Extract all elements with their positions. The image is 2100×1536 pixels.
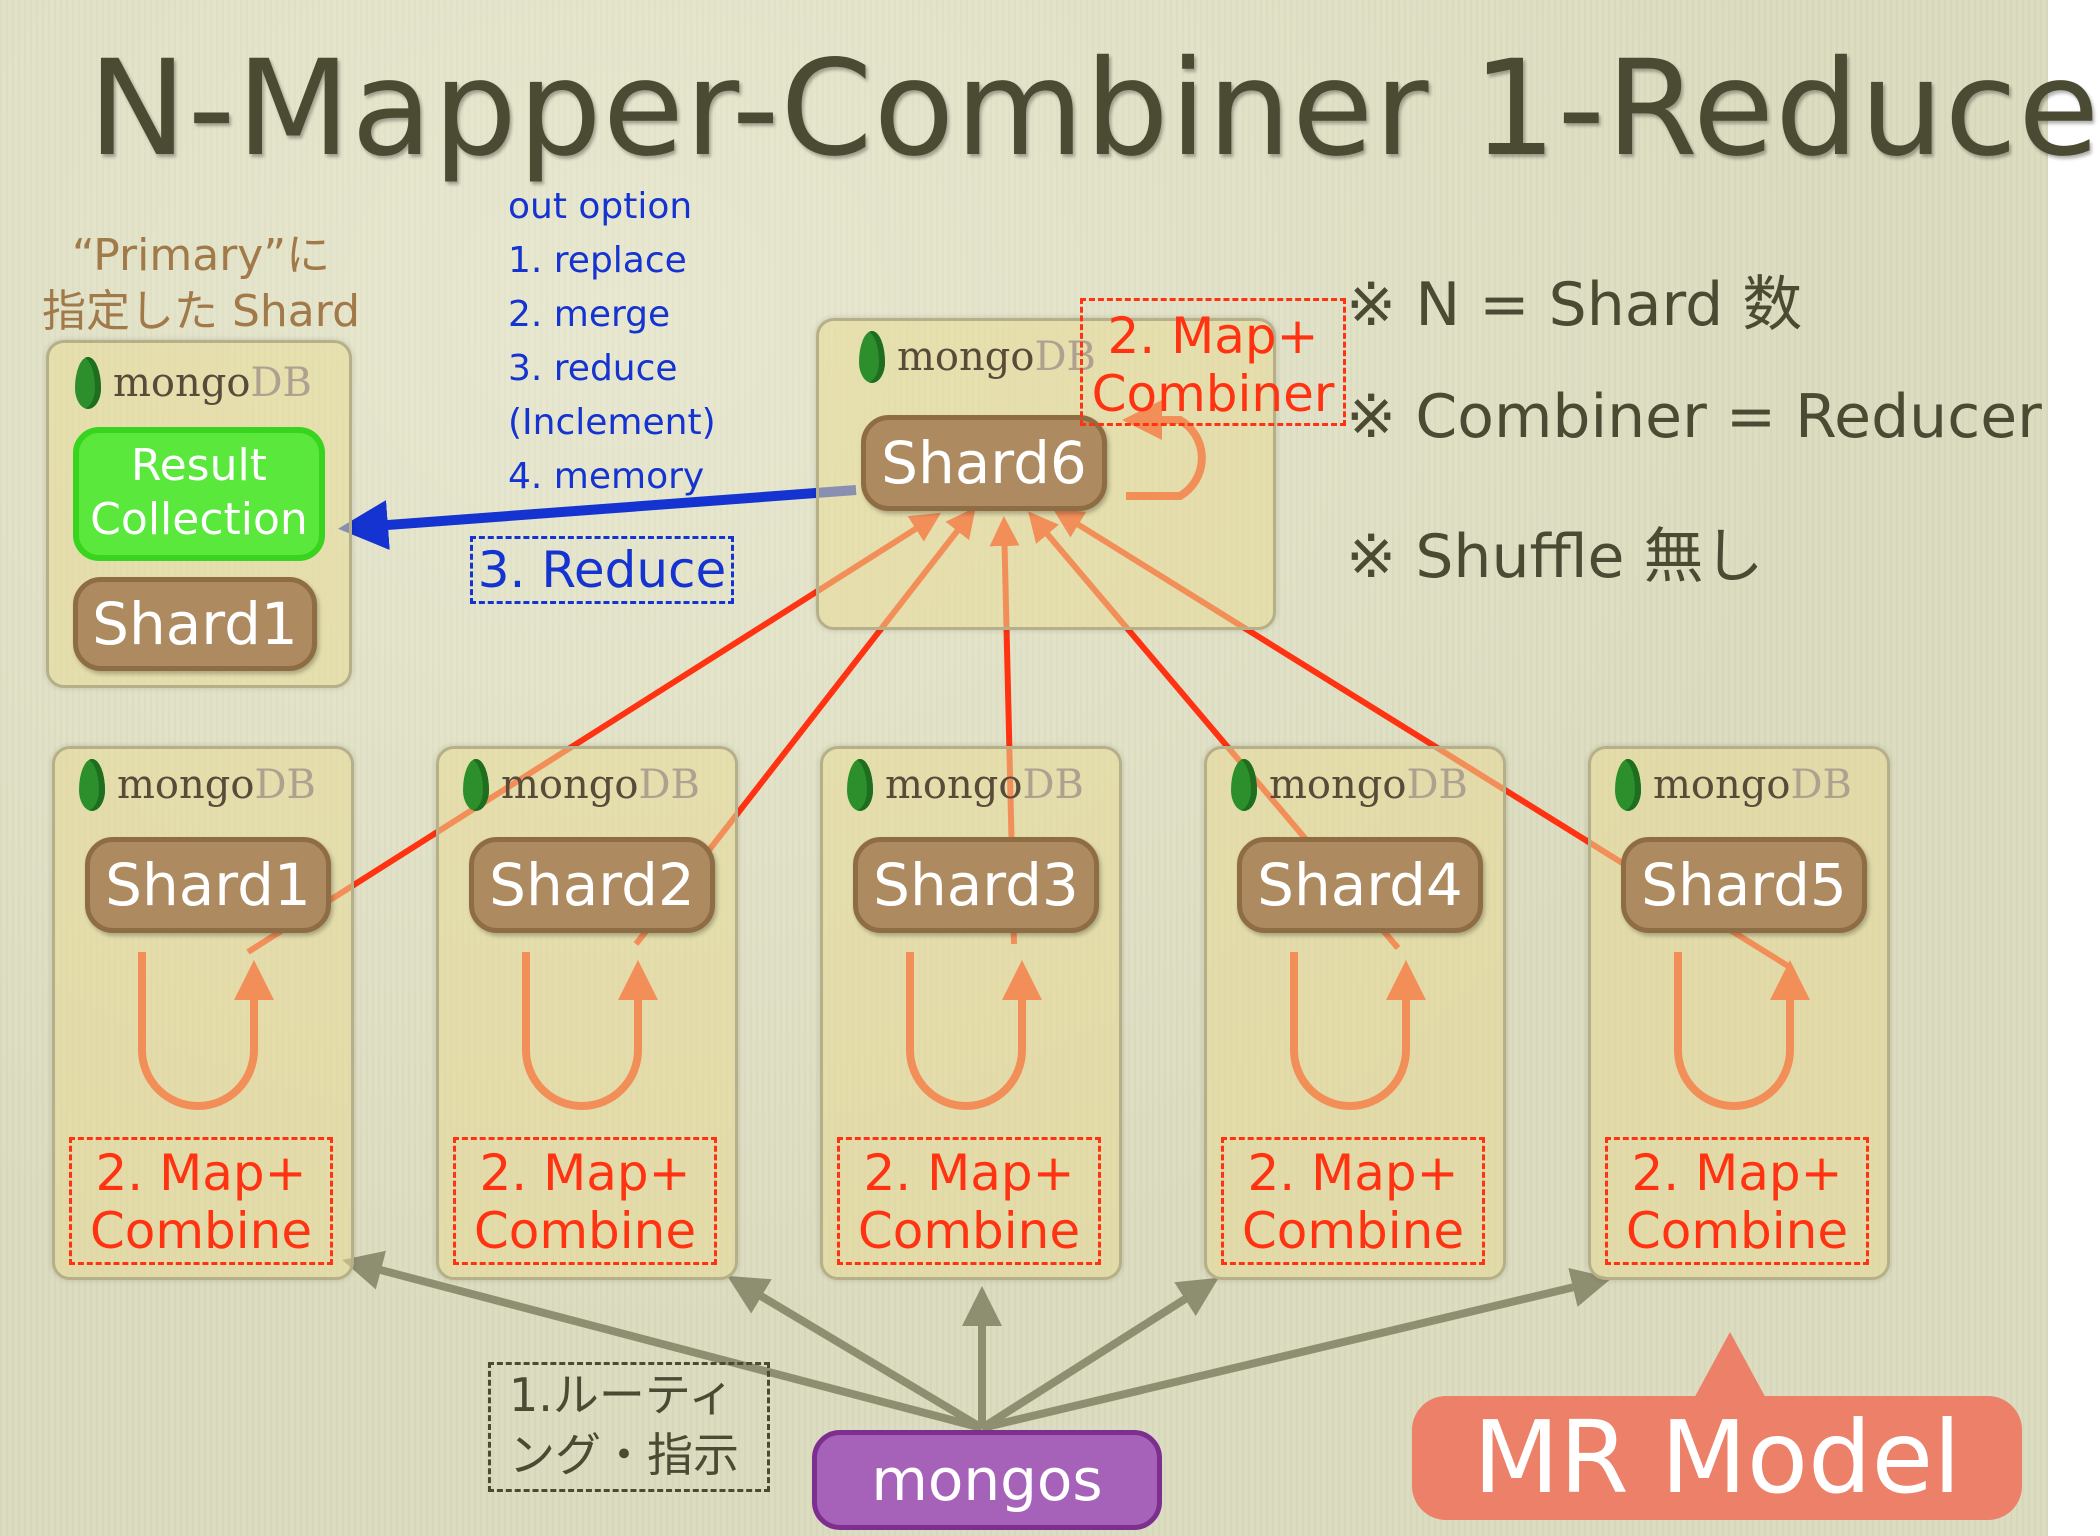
routing-label-line: ング・指示	[509, 1428, 739, 1482]
label-line: Combiner	[1091, 365, 1335, 423]
mongodb-leaf-icon	[463, 759, 489, 811]
routing-arrow	[342, 1250, 984, 1432]
logo-mongo: mongo	[113, 360, 251, 406]
shard-button: Shard1	[85, 837, 331, 933]
primary-shard-label: “Primary”に 指定した Shard	[28, 228, 374, 340]
shard-button: Shard4	[1237, 837, 1483, 933]
logo-db: DB	[1034, 334, 1096, 380]
label-line: 2. Map+	[1631, 1144, 1843, 1202]
shard-button: Shard2	[469, 837, 715, 933]
out-option-item: 2. merge	[508, 294, 671, 335]
logo-mongo: mongo	[501, 762, 639, 808]
label-line: Combine	[1625, 1202, 1849, 1260]
reducer-map-combiner-label: 2. Map+ Combiner	[1080, 298, 1346, 426]
logo-mongo: mongo	[117, 762, 255, 808]
logo-db: DB	[638, 762, 700, 808]
shard6-button: Shard6	[861, 415, 1107, 511]
label-line: 2. Map+	[95, 1144, 307, 1202]
out-option-item: 4. memory	[508, 456, 705, 497]
primary-label-line: “Primary”に	[71, 230, 331, 281]
shard-button: Shard3	[853, 837, 1099, 933]
out-option-item: 3. reduce	[508, 348, 678, 389]
logo-db: DB	[1406, 762, 1468, 808]
logo-db: DB	[1022, 762, 1084, 808]
label-line: 2. Map+	[1107, 307, 1319, 365]
logo-mongo: mongo	[885, 762, 1023, 808]
label-line: 2. Map+	[479, 1144, 691, 1202]
map-combine-label: 2. Map+ Combine	[69, 1137, 333, 1265]
result-collection-line: Result	[131, 440, 267, 491]
mongodb-leaf-icon	[79, 759, 105, 811]
routing-arrow	[981, 1267, 1612, 1432]
routing-label-line: 1.ルーティ	[509, 1368, 735, 1422]
label-line: 2. Map+	[863, 1144, 1075, 1202]
label-line: Combine	[857, 1202, 1081, 1260]
note-combiner-equals-reducer: ※ Combiner = Reducer	[1346, 382, 2042, 452]
mongodb-leaf-icon	[75, 357, 101, 409]
out-option-heading: out option	[508, 186, 693, 227]
label-line: Combine	[89, 1202, 313, 1260]
map-combine-label: 2. Map+ Combine	[837, 1137, 1101, 1265]
logo-db: DB	[250, 360, 312, 406]
result-collection-line: Collection	[90, 494, 308, 545]
mongodb-leaf-icon	[859, 331, 885, 383]
label-line: Combine	[473, 1202, 697, 1260]
slide-title: N-Mapper-Combiner 1-Reduce	[88, 32, 2100, 186]
label-line: Combine	[1241, 1202, 1465, 1260]
routing-arrow	[727, 1275, 985, 1432]
routing-arrow	[979, 1277, 1219, 1432]
label-line: 2. Map+	[1247, 1144, 1459, 1202]
map-combine-label: 2. Map+ Combine	[1221, 1137, 1485, 1265]
result-collection: Result Collection	[73, 427, 325, 561]
out-option-list: out option 1. replace 2. merge 3. reduce…	[508, 180, 716, 504]
shard-button: Shard5	[1621, 837, 1867, 933]
logo-mongo: mongo	[897, 334, 1035, 380]
routing-label: 1.ルーティ ング・指示	[488, 1362, 770, 1492]
logo-mongo: mongo	[1653, 762, 1791, 808]
mongodb-leaf-icon	[1615, 759, 1641, 811]
map-combine-label: 2. Map+ Combine	[453, 1137, 717, 1265]
out-option-item: 1. replace	[508, 240, 687, 281]
reduce-step-label: 3. Reduce	[470, 536, 734, 604]
out-option-item: (Inclement)	[508, 402, 716, 443]
mr-model-callout-pointer	[1692, 1332, 1768, 1402]
logo-mongo: mongo	[1269, 762, 1407, 808]
note-n-equals-shards: ※ N = Shard 数	[1346, 270, 1803, 340]
mongodb-leaf-icon	[847, 759, 873, 811]
logo-db: DB	[254, 762, 316, 808]
mongodb-leaf-icon	[1231, 759, 1257, 811]
note-no-shuffle: ※ Shuffle 無し	[1346, 522, 1764, 592]
mr-model-badge: MR Model	[1412, 1396, 2022, 1520]
primary-shard1-button: Shard1	[73, 577, 317, 671]
logo-db: DB	[1790, 762, 1852, 808]
primary-label-line: 指定した Shard	[41, 286, 360, 337]
map-combine-label: 2. Map+ Combine	[1605, 1137, 1869, 1265]
mongos-router: mongos	[812, 1430, 1162, 1530]
reduce-to-result-arrow	[338, 485, 857, 550]
